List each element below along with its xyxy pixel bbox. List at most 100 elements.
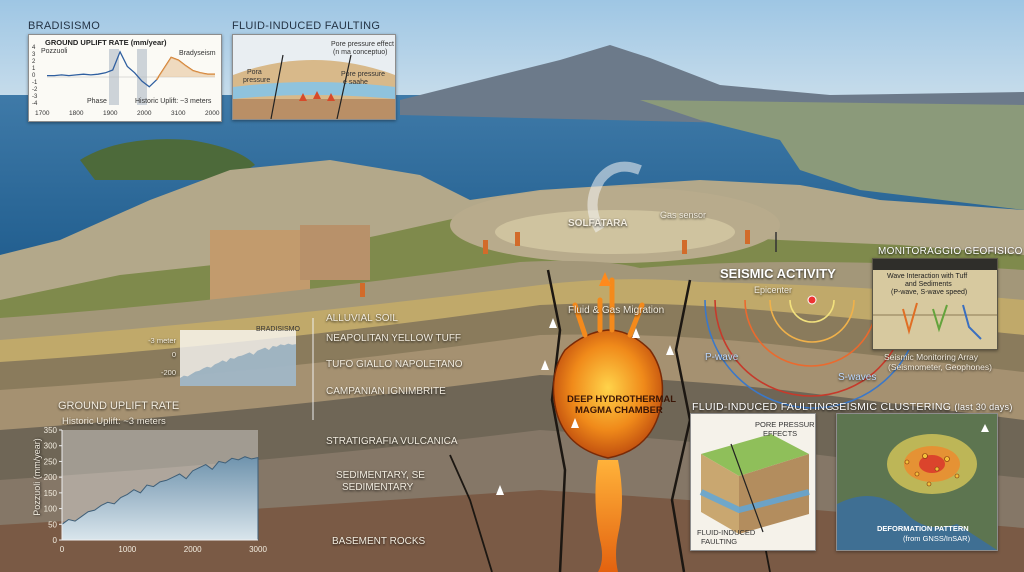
inset-area	[180, 343, 296, 386]
label-bradyseism: Bradyseism	[179, 50, 216, 57]
y-tick-label: 300	[44, 442, 58, 451]
solfatara-crater-floor	[495, 210, 735, 254]
x-tick-label: 1700	[35, 110, 50, 117]
far-coastline	[640, 100, 1024, 210]
panel-heading: SEISMIC CLUSTERING (last 30 days)	[832, 401, 1013, 413]
label-pozzuoli: Pozzuoli	[41, 48, 68, 55]
label-historic: Historic Uplift: ~3 meters	[135, 98, 212, 105]
uplift-chart: 0 50 100 150 200 250 300 350 0 1000 2000 3000	[44, 426, 268, 554]
x-tick-label: 0	[60, 545, 65, 554]
x-tick-label: 2000	[184, 545, 202, 554]
fault-annotation: FLUID-INDUCED	[697, 528, 756, 537]
cluster-sub: (last 30 days)	[954, 402, 1013, 412]
fault-annotation: EFFECTS	[763, 429, 798, 438]
fault-block-diagram	[691, 414, 815, 550]
inset-y-tick: -3 meter	[148, 336, 176, 345]
annotation: Pore pressure effect	[331, 41, 394, 48]
x-tick-label: 1900	[103, 110, 118, 117]
panel-heading: MONITORAGGIO GEOFISICO	[878, 246, 1023, 257]
stratum-label: SEDIMENTARY	[342, 482, 414, 493]
uplift-area	[61, 456, 259, 541]
fluid-faulting-diagram	[233, 35, 395, 119]
stratum-label: SEDIMENTARY, SE	[336, 470, 425, 481]
geophysical-monitoring-panel: Wave Interaction with Tuff and Sediments…	[872, 258, 998, 350]
monitor-caption: Seismic Monitoring Array	[884, 352, 979, 362]
y-tick-label: 50	[48, 520, 57, 529]
uplift-area	[156, 57, 215, 80]
x-tick-label: 3000	[249, 545, 267, 554]
s-waves-label: S-waves	[838, 372, 877, 383]
label-phase: Phase	[87, 98, 107, 105]
epicenter-marker	[807, 295, 817, 305]
uplift-chart-historic: Historic Uplift: ~3 meters	[62, 416, 166, 427]
fluid-faulting-block-panel: PORE PRESSURE EFFECTS FLUID-INDUCED FAUL…	[690, 413, 816, 551]
x-tick-label: 1000	[118, 545, 136, 554]
chamber-label: DEEP HYDROTHERMAL	[567, 394, 677, 405]
bradisismo-mini-chart	[47, 49, 215, 105]
y-tick-label: 150	[44, 489, 58, 498]
x-tick-label: 3100	[171, 110, 186, 117]
magma-conduit	[595, 460, 622, 572]
x-tick-label: 1800	[69, 110, 84, 117]
y-tick-label: 2	[32, 59, 36, 65]
fumarole-steam	[587, 161, 642, 233]
chart-title: GROUND UPLIFT RATE (mm/year)	[45, 38, 167, 47]
bradisismo-inset	[180, 330, 296, 386]
bradisismo-inset-chart	[180, 343, 296, 386]
y-tick-label: 250	[44, 457, 58, 466]
p-wave-label: P-wave	[705, 352, 739, 363]
island-nisida	[80, 139, 255, 180]
x-tick-label: 2000	[137, 110, 152, 117]
wave-trace-graphic	[873, 302, 997, 340]
fluid-arrows	[496, 318, 674, 495]
clustering-heatmap	[837, 414, 997, 550]
y-tick-label: 4	[32, 45, 36, 51]
panel-line: and Sediments	[905, 281, 952, 288]
stratum-label: BASEMENT ROCKS	[332, 536, 426, 547]
monitor-caption: (Seismometer, Geophones)	[888, 362, 992, 372]
y-tick-label: 350	[44, 426, 58, 435]
migration-arrow	[599, 272, 611, 286]
map-caption: DEFORMATION PATTERN	[877, 524, 969, 533]
stratum-label: ALLUVIAL SOIL	[326, 313, 398, 324]
uplift-chart-heading: GROUND UPLIFT RATE	[58, 400, 180, 412]
y-tick-label: -2	[32, 87, 38, 93]
survey-workers	[360, 230, 750, 297]
seismic-clustering-map: DEFORMATION PATTERN (from GNSS/InSAR)	[836, 413, 998, 551]
annotation: pressure	[243, 77, 271, 84]
fault-line	[449, 454, 493, 572]
y-tick-label: -3	[32, 94, 38, 100]
y-tick-label: -4	[32, 101, 38, 107]
uplift-series	[47, 50, 158, 88]
epicenter-label: Epicenter	[754, 285, 793, 295]
fault-annotation: FAULTING	[701, 537, 738, 546]
y-tick-label: 0	[53, 536, 58, 545]
cluster-heading: SEISMIC CLUSTERING	[832, 401, 952, 413]
map-caption: (from GNSS/InSAR)	[903, 534, 971, 543]
bradisismo-panel: GROUND UPLIFT RATE (mm/year) Pozzuoli Br…	[28, 34, 222, 122]
y-tick-label: 3	[32, 52, 36, 58]
fault-annotation: PORE PRESSURE	[755, 420, 816, 429]
solfatara-label: SOLFATARA	[568, 218, 628, 229]
panel-heading: BRADISISMO	[28, 20, 101, 32]
magma-chamber	[552, 329, 664, 459]
stratum-label: CAMPANIAN IGNIMBRITE	[326, 386, 446, 397]
stratum-label: NEAPOLITAN YELLOW TUFF	[326, 333, 462, 344]
y-tick-label: 1	[32, 66, 36, 72]
fault-line	[546, 269, 567, 572]
chamber-label: MAGMA CHAMBER	[575, 405, 663, 416]
y-tick-label: 200	[44, 473, 58, 482]
fluid-migration-channels	[572, 277, 645, 338]
inset-title: BRADISISMO	[256, 326, 300, 333]
serapeum-ruins	[210, 230, 310, 300]
annotation: Pora	[247, 69, 262, 76]
y-tick-label: -1	[32, 80, 38, 86]
y-tick-label: 100	[44, 505, 58, 514]
fluid-faulting-panel: Pore pressure effect (n ma conceptuo) Po…	[232, 34, 396, 120]
inset-y-tick: -200	[160, 368, 176, 377]
temple-ruins	[300, 225, 370, 280]
panel-line: (P-wave, S-wave speed)	[891, 289, 968, 296]
annotation: Pore pressure	[341, 71, 385, 78]
panel-heading: FLUID-INDUCED FAULTING	[692, 401, 834, 413]
